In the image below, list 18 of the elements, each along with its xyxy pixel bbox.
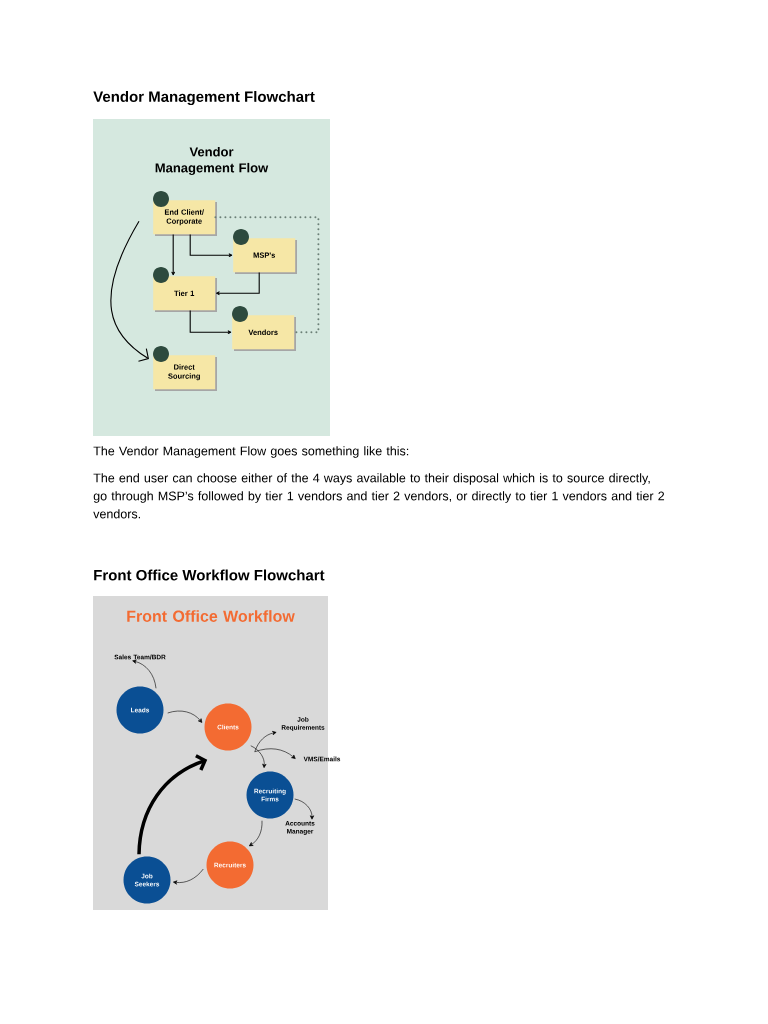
arrow [249, 820, 263, 847]
section-heading: Vendor Management Flowchart [93, 91, 315, 106]
arrow [173, 868, 204, 885]
arrow [110, 220, 149, 362]
arrow [132, 659, 157, 689]
arrow [137, 754, 208, 855]
arrow [189, 233, 233, 258]
arrow [171, 233, 176, 276]
arrow [250, 745, 267, 768]
paragraph: The Vendor Management Flow goes something like this: [93, 446, 409, 458]
arrow [294, 798, 315, 820]
paragraph: The end user can choose either of the 4 ways available to their disposal which is to source directly, go through MSP’s followed by tier 1 vendors and tier 2 vendors, or directly to tier 1 vendors and tier 2 vendors. [93, 473, 665, 519]
arrow [189, 309, 232, 335]
section-heading: Front Office Workflow Flowchart [94, 569, 325, 581]
arrow [215, 271, 260, 296]
arrow [254, 748, 296, 759]
arrow [254, 731, 277, 753]
arrow [167, 710, 203, 723]
